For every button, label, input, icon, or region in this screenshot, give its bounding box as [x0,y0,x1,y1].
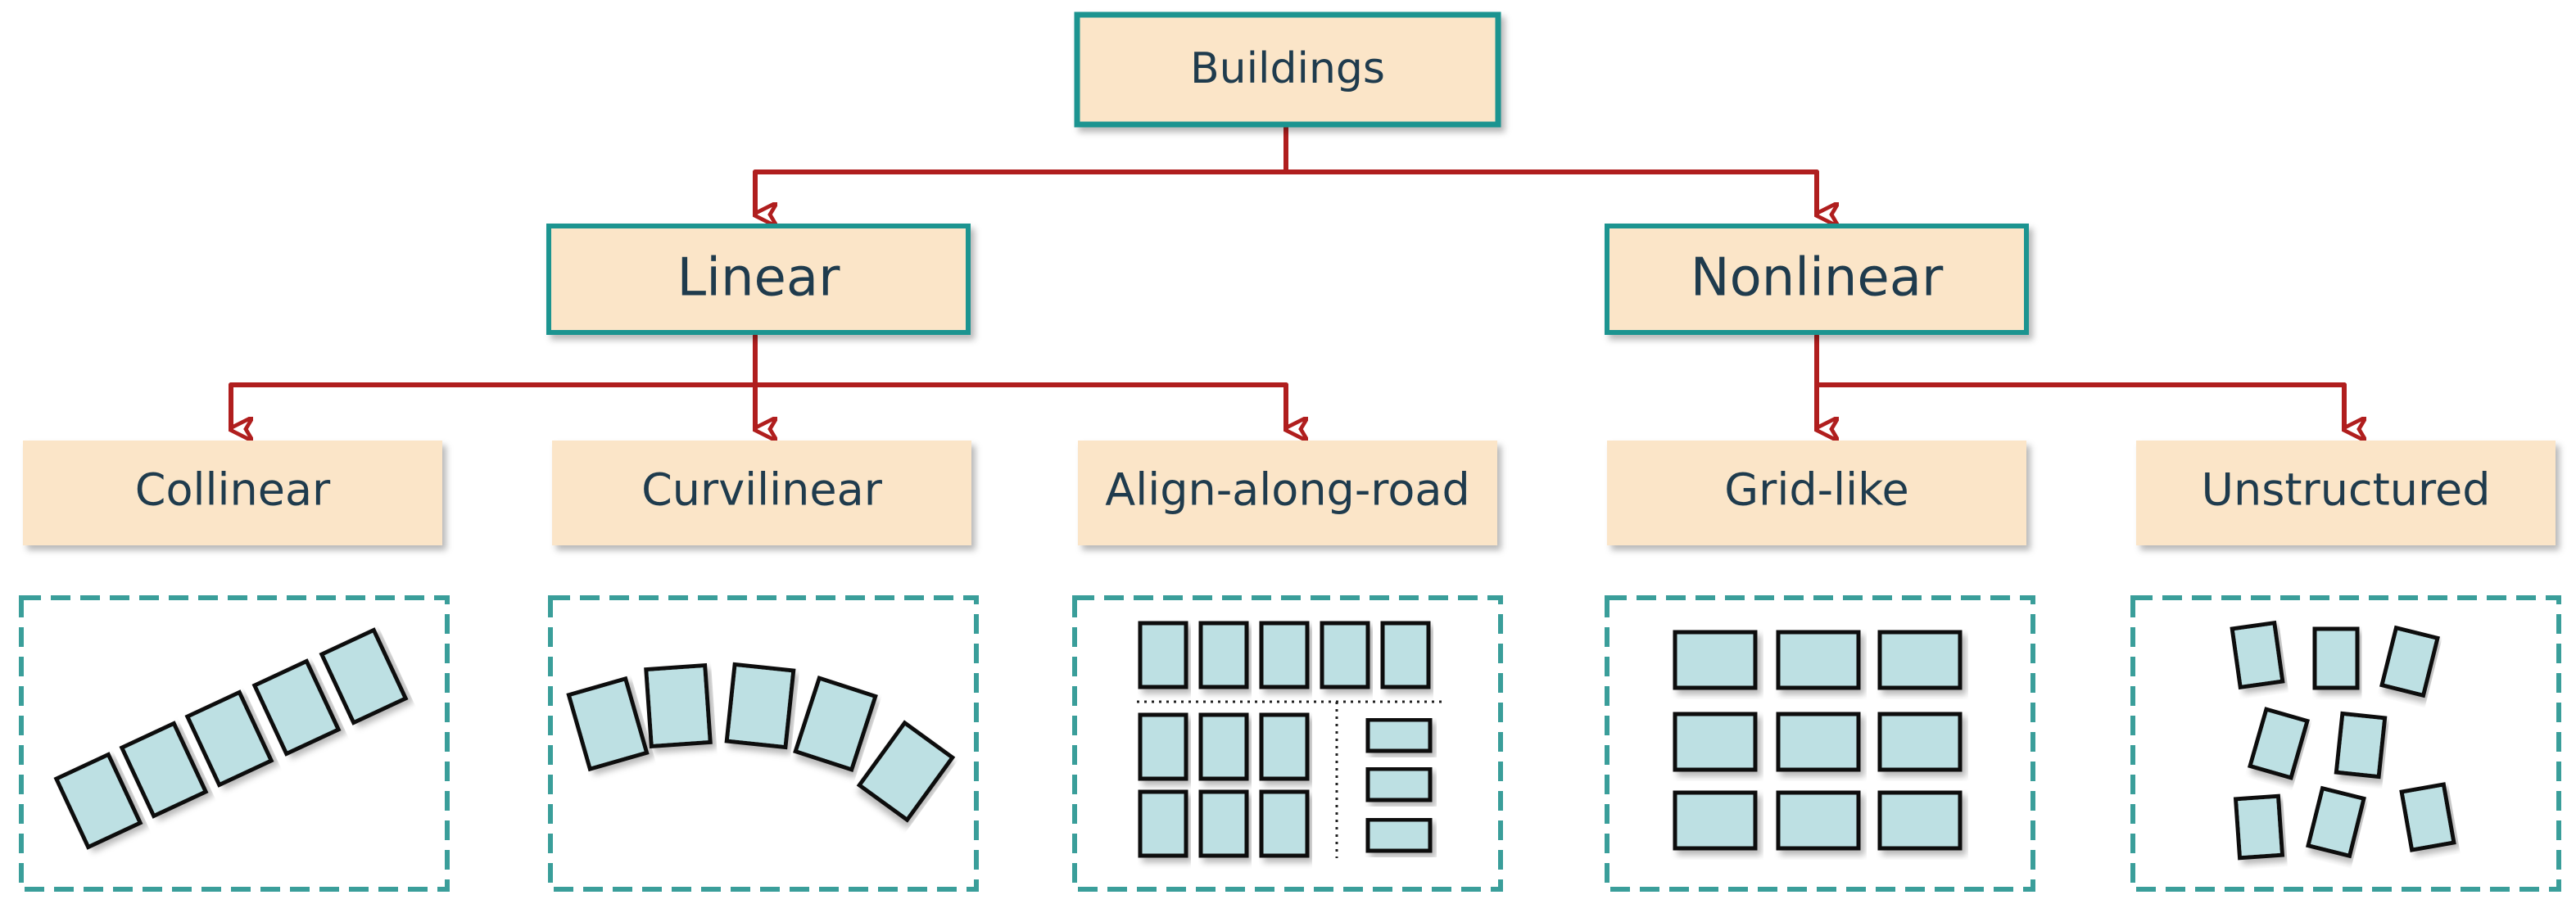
building-grid [1877,790,1963,851]
node-collinear-label: Collinear [135,464,331,516]
node-root: Buildings [1074,11,1501,128]
node-curvilinear: Curvilinear [552,441,971,545]
example-panel-unstructured [2130,595,2561,892]
building-grid [1673,790,1758,851]
building-align-block [1138,789,1188,858]
building-collinear [251,658,342,757]
building-grid [1776,712,1861,772]
building-unstructured [2379,625,2440,698]
building-footprints [53,620,2456,861]
building-grid [1776,630,1861,690]
node-grid-like: Grid-like [1607,441,2026,545]
building-curvilinear [856,720,956,823]
example-panel-grid-like [1605,595,2035,892]
node-linear: Linear [546,224,971,335]
node-unstructured-label: Unstructured [2201,464,2490,516]
building-grid [1776,790,1861,851]
building-unstructured [2306,785,2366,859]
building-align-top [1198,621,1249,689]
building-collinear [184,689,274,788]
node-align-along-road-label: Align-along-road [1105,464,1469,516]
node-curvilinear-label: Curvilinear [641,464,883,516]
node-linear-label: Linear [677,248,841,309]
building-unstructured [2233,793,2285,861]
building-align-top [1259,621,1310,689]
example-panel-align-along-road [1072,595,1503,892]
building-grid [1877,630,1963,690]
node-nonlinear-label: Nonlinear [1691,248,1944,309]
building-unstructured [2312,626,2360,690]
building-align-block [1138,712,1188,781]
building-align-side [1365,766,1433,802]
node-nonlinear: Nonlinear [1605,224,2029,335]
building-unstructured [2247,707,2311,780]
building-align-top [1380,621,1431,689]
building-grid [1673,712,1758,772]
building-align-side [1365,817,1433,853]
building-unstructured [2230,620,2285,690]
node-grid-like-label: Grid-like [1724,464,1908,516]
building-curvilinear [793,676,878,772]
building-align-top [1320,621,1370,689]
building-grid [1877,712,1963,772]
building-curvilinear [724,662,796,750]
node-root-label: Buildings [1190,44,1385,93]
building-unstructured [2399,782,2456,852]
building-align-block [1198,712,1249,781]
building-align-top [1138,621,1188,689]
building-align-block [1259,789,1310,858]
building-align-side [1365,717,1433,753]
example-panel-collinear [19,595,450,892]
building-grid [1673,630,1758,690]
building-curvilinear [644,662,713,749]
node-collinear: Collinear [23,441,442,545]
node-unstructured: Unstructured [2136,441,2556,545]
example-panel-curvilinear [548,595,979,892]
building-align-block [1198,789,1249,858]
example-panels [19,595,2561,892]
connectors [229,122,2344,429]
node-align-along-road: Align-along-road [1078,441,1497,545]
building-collinear [119,721,209,819]
building-unstructured [2334,711,2388,780]
building-collinear [319,627,409,725]
building-align-block [1259,712,1310,781]
building-curvilinear [566,676,650,772]
building-collinear [53,752,143,850]
